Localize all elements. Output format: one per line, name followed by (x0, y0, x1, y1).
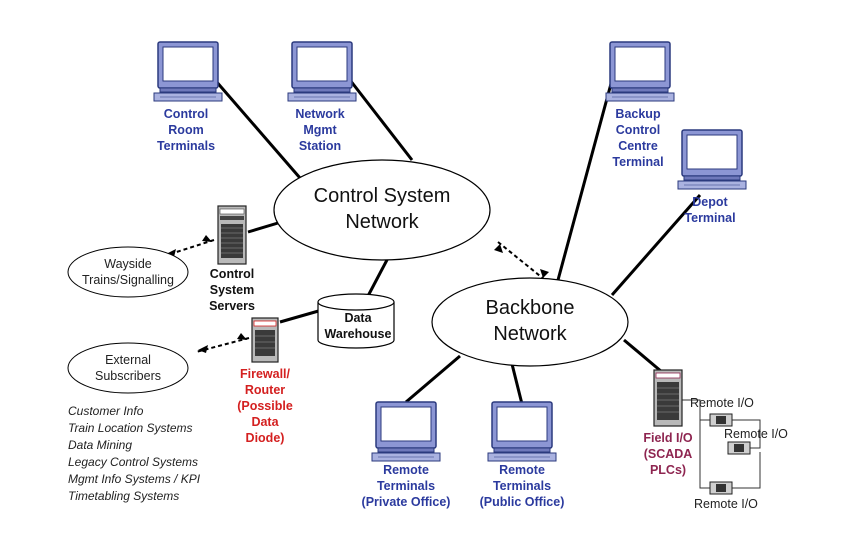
svg-text:Backbone: Backbone (486, 297, 575, 319)
svg-text:Remote I/O: Remote I/O (690, 396, 754, 410)
svg-text:Diode): Diode) (246, 431, 285, 445)
monitor-icon (371, 401, 441, 462)
wayside-oval: Wayside Trains/Signalling (67, 246, 189, 298)
list-item: Customer Info (68, 404, 144, 418)
svg-text:Subscribers: Subscribers (95, 369, 161, 383)
svg-text:Servers: Servers (209, 299, 255, 313)
svg-text:External: External (105, 353, 151, 367)
svg-text:Remote I/O: Remote I/O (724, 427, 788, 441)
monitor-icon (605, 41, 675, 102)
remote-terminals-private: Remote Terminals (Private Office) (362, 401, 451, 509)
svg-text:Remote I/O: Remote I/O (694, 497, 758, 511)
field-io: Field I/O (SCADA PLCs) (643, 369, 693, 477)
svg-text:Data: Data (344, 311, 372, 325)
data-warehouse-cylinder: Data Warehouse (317, 293, 395, 349)
remote-io-2: Remote I/O (724, 427, 788, 455)
svg-text:Trains/Signalling: Trains/Signalling (82, 273, 174, 287)
io-module-icon (709, 413, 733, 427)
svg-text:Mgmt: Mgmt (303, 123, 337, 137)
svg-text:Network: Network (493, 323, 567, 345)
svg-text:Room: Room (168, 123, 203, 137)
svg-text:Terminals: Terminals (157, 139, 215, 153)
svg-text:Data: Data (251, 415, 279, 429)
svg-text:Router: Router (245, 383, 285, 397)
firewall-router: Firewall/ Router (Possible Data Diode) (237, 317, 293, 445)
list-item: Legacy Control Systems (68, 455, 198, 469)
svg-text:Wayside: Wayside (104, 257, 152, 271)
svg-text:(SCADA: (SCADA (644, 447, 693, 461)
field-io-plc-icon (653, 369, 683, 427)
svg-text:Remote: Remote (499, 463, 545, 477)
svg-text:(Possible: (Possible (237, 399, 293, 413)
external-systems-list: Customer Info Train Location Systems Dat… (68, 404, 201, 503)
svg-text:Control System: Control System (314, 185, 451, 207)
io-module-icon (727, 441, 751, 455)
connections (163, 79, 761, 489)
svg-text:Terminals: Terminals (377, 479, 435, 493)
list-item: Data Mining (68, 438, 132, 452)
depot-terminal: Depot Terminal (677, 129, 747, 225)
backup-control-terminal: Backup Control Centre Terminal (605, 41, 675, 169)
svg-text:Terminal: Terminal (612, 155, 663, 169)
firewall-icon (251, 317, 279, 363)
remote-terminals-public: Remote Terminals (Public Office) (480, 401, 565, 509)
svg-text:Field I/O: Field I/O (643, 431, 693, 445)
svg-text:Terminal: Terminal (684, 211, 735, 225)
list-item: Train Location Systems (68, 421, 193, 435)
io-module-icon (709, 481, 733, 495)
server-icon (217, 205, 247, 265)
svg-text:Centre: Centre (618, 139, 658, 153)
control-system-network: Control System Network (273, 159, 491, 261)
monitor-icon (487, 401, 557, 462)
svg-text:(Private Office): (Private Office) (362, 495, 451, 509)
svg-text:Network: Network (345, 211, 419, 233)
external-subscribers-oval: External Subscribers (67, 342, 189, 394)
backbone-network: Backbone Network (431, 277, 629, 367)
list-item: Mgmt Info Systems / KPI (68, 472, 201, 486)
monitor-icon (153, 41, 223, 102)
monitor-icon (287, 41, 357, 102)
control-room-terminal: Control Room Terminals (153, 41, 223, 153)
svg-text:Control: Control (616, 123, 660, 137)
svg-text:System: System (210, 283, 254, 297)
svg-text:Backup: Backup (615, 107, 661, 121)
svg-text:(Public Office): (Public Office) (480, 495, 565, 509)
svg-text:Station: Station (299, 139, 341, 153)
remote-io-1: Remote I/O (690, 396, 754, 427)
svg-text:Control: Control (210, 267, 254, 281)
network-mgmt-station: Network Mgmt Station (287, 41, 357, 153)
remote-io-3: Remote I/O (694, 481, 758, 511)
monitor-icon (677, 129, 747, 190)
svg-text:Firewall/: Firewall/ (240, 367, 291, 381)
svg-text:Network: Network (295, 107, 344, 121)
svg-text:Terminals: Terminals (493, 479, 551, 493)
list-item: Timetabling Systems (68, 489, 179, 503)
svg-text:Control: Control (164, 107, 208, 121)
control-system-servers: Control System Servers (209, 205, 255, 313)
svg-text:PLCs): PLCs) (650, 463, 686, 477)
svg-text:Warehouse: Warehouse (325, 327, 392, 341)
svg-text:Depot: Depot (692, 195, 728, 209)
svg-text:Remote: Remote (383, 463, 429, 477)
